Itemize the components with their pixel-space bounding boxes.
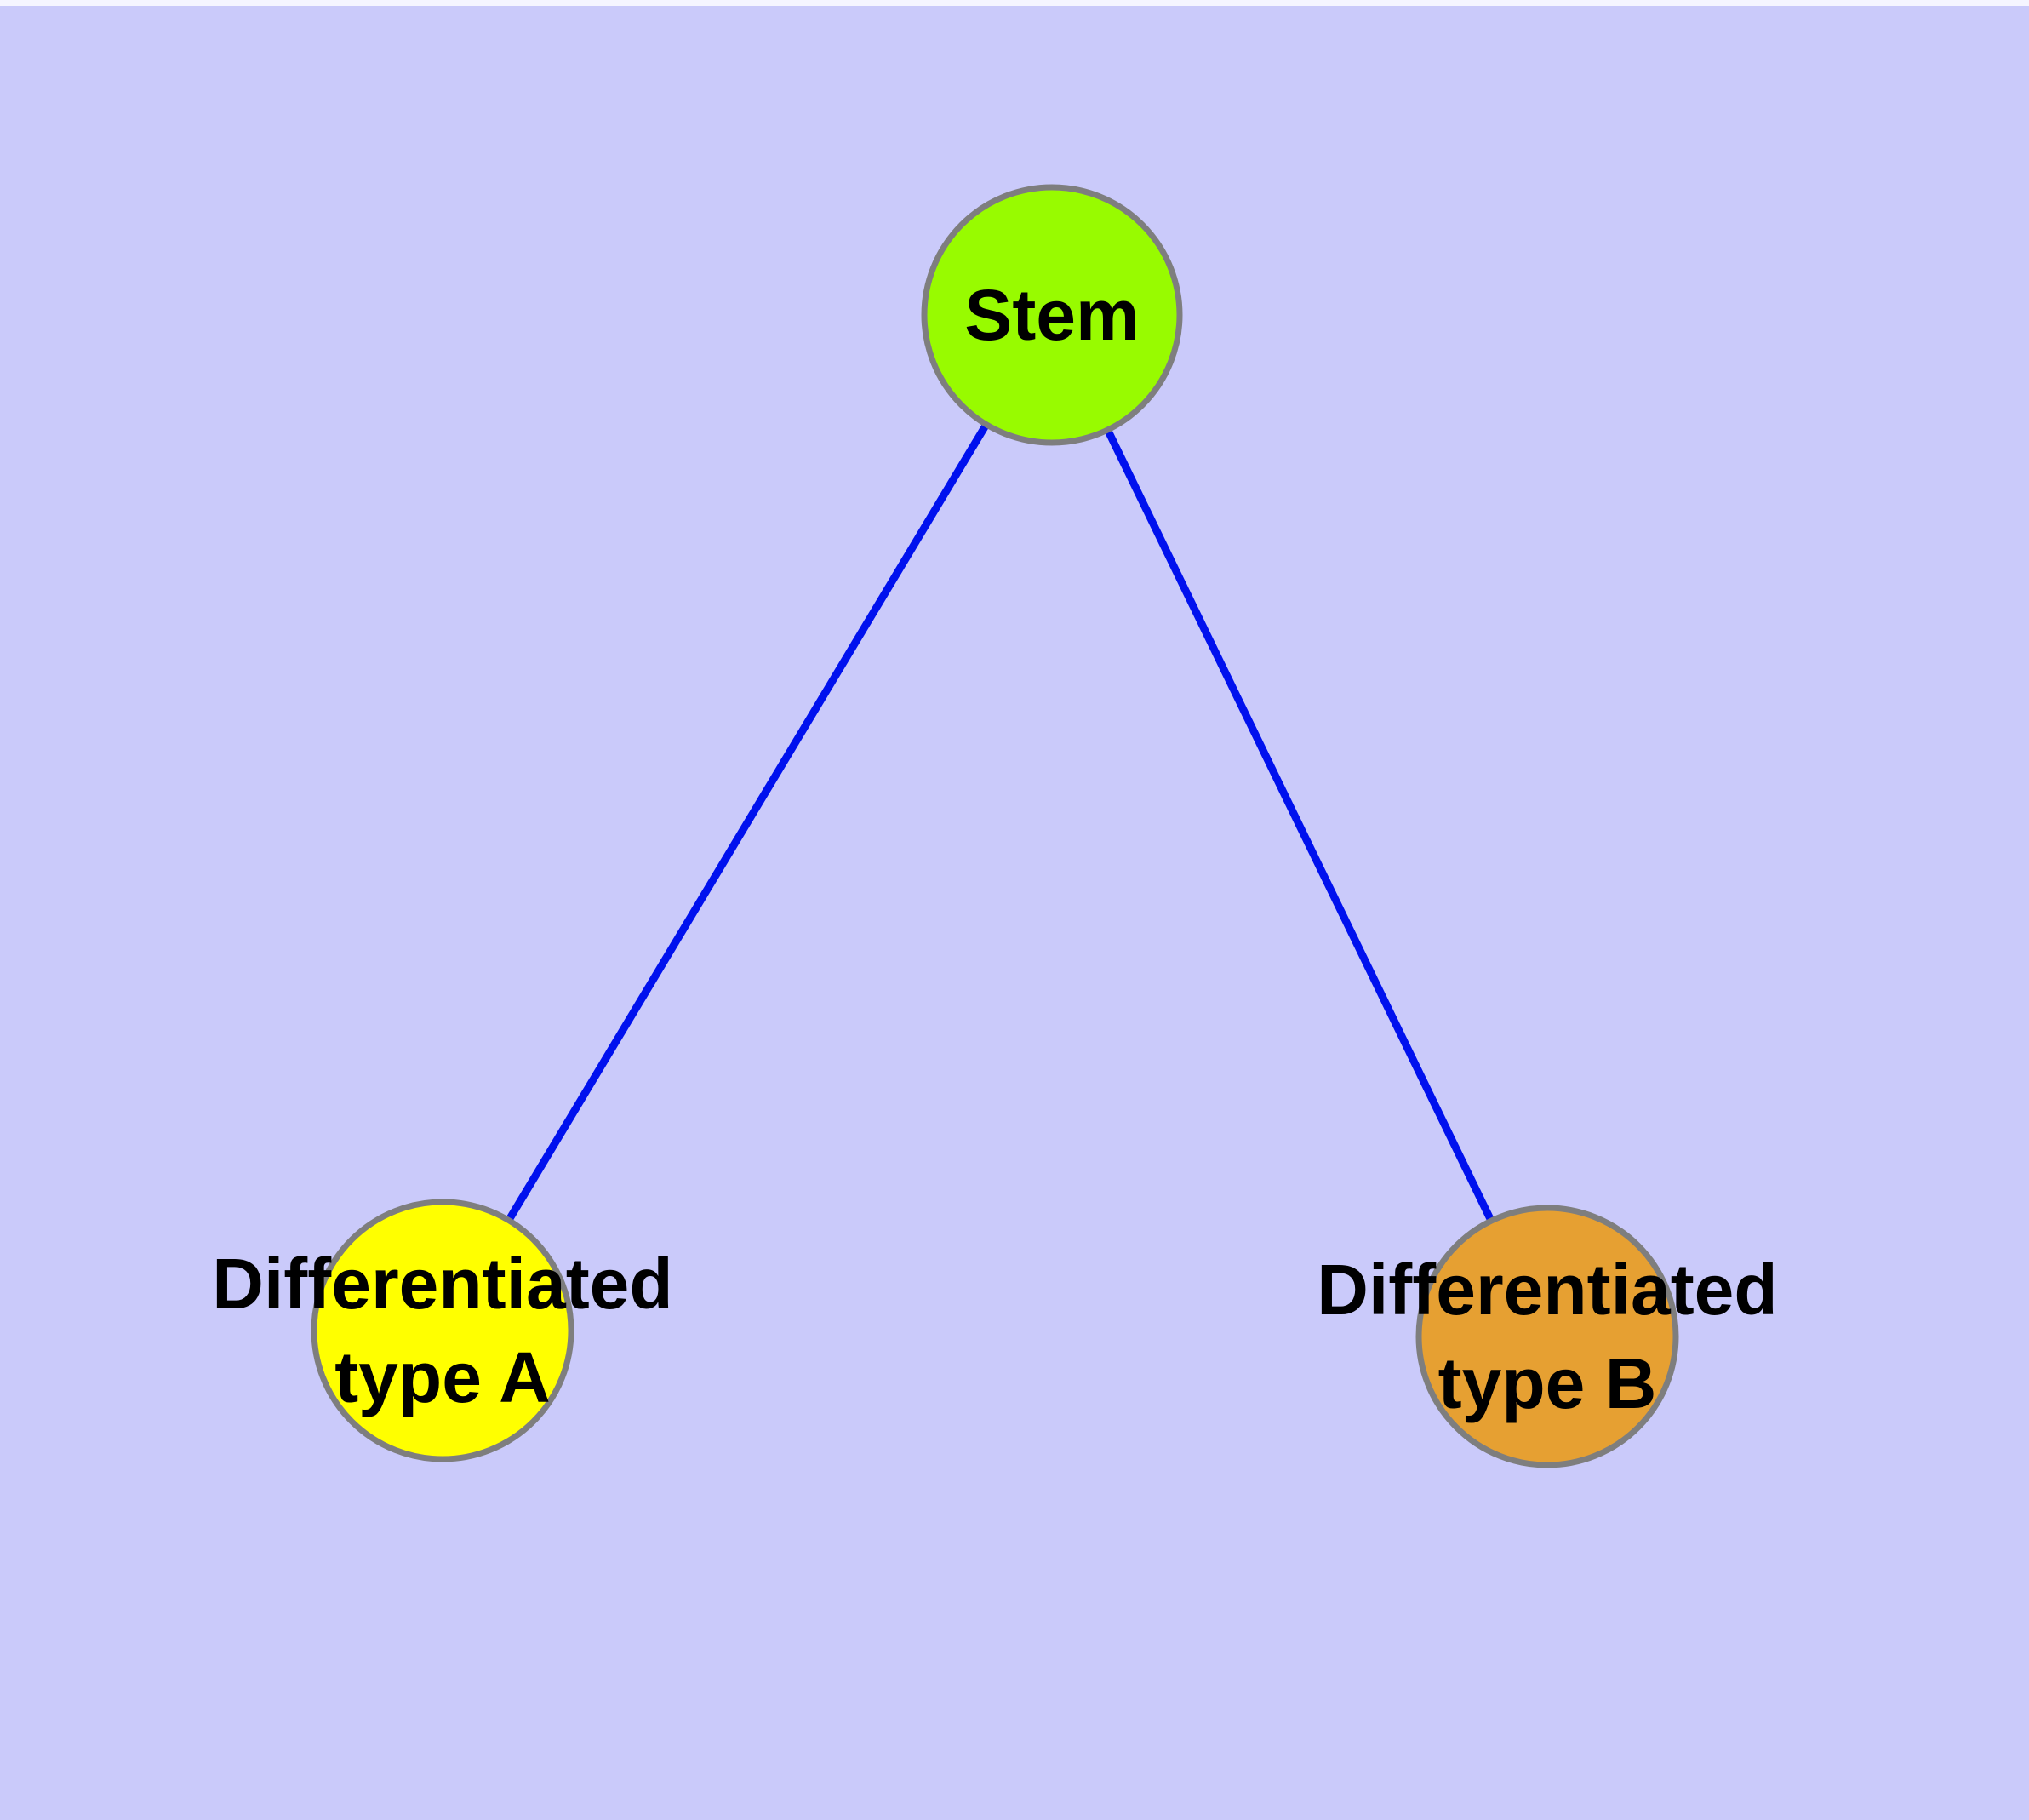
node-type-b [1415,1205,1679,1468]
node-type-b-label-line1: Differentiated [1317,1250,1777,1330]
node-type-a-label-line2: type A [334,1337,551,1417]
node-type-a [311,1199,574,1462]
top-edge-strip [0,0,2029,6]
edge-stem-to-type-a [439,312,1055,1333]
node-type-a-label-line1: Differentiated [212,1244,672,1324]
edge-stem-to-type-b [1048,313,1552,1338]
node-stem-label: Stem [964,275,1139,355]
node-stem [921,184,1183,446]
node-type-b-label-line2: type B [1438,1343,1657,1423]
